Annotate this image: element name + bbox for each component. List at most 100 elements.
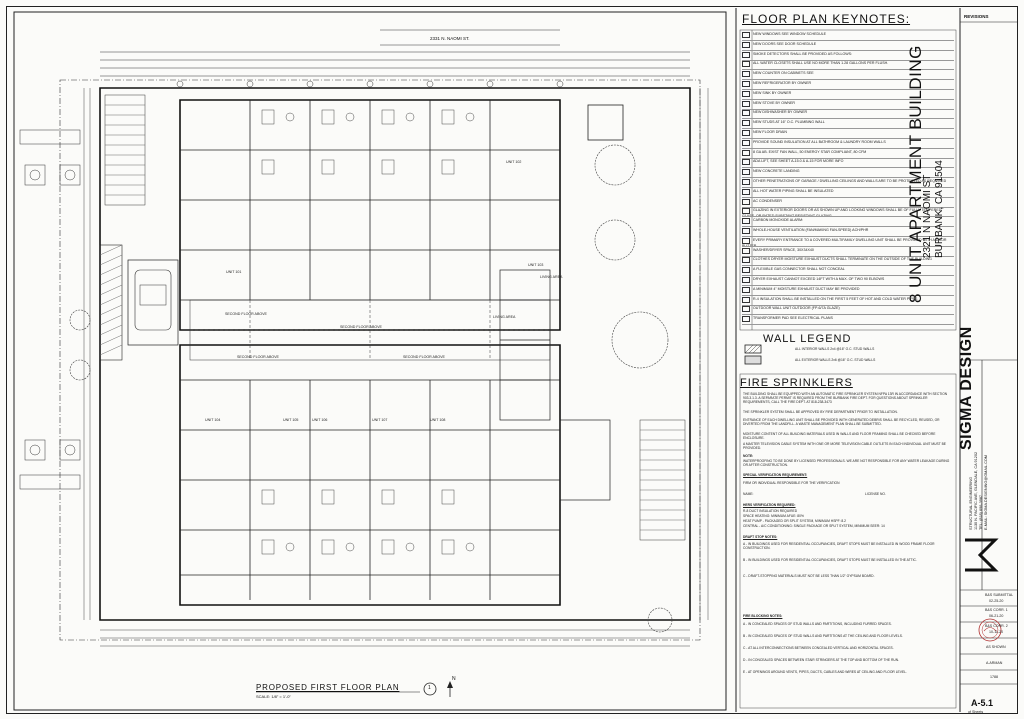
- unit-label: UNIT 105: [283, 418, 299, 422]
- room-label: SECOND FLOOR ABOVE: [237, 355, 279, 359]
- keynote-number-box: [742, 188, 750, 195]
- submittal-label: B&S CORR. 1: [985, 608, 1008, 612]
- keynote-row: NEW COUNTER ON CABINETS SEE: [742, 71, 954, 81]
- keynote-row: ALL WATER CLOSETS SHALL USE NO MORE THAN…: [742, 61, 954, 71]
- hers-line: SPACE HEATING: MINIMUM AFUE: 80%: [743, 514, 804, 518]
- fire-blocking-title: FIRE BLOCKING NOTES:: [743, 614, 783, 618]
- keynote-text: WHOLE-HOUSE VENTILATION (FAN/MAKING FAN-…: [753, 228, 869, 232]
- submittal-label: B&S SUBMITTAL: [985, 593, 1014, 597]
- keynote-number-box: [742, 316, 750, 323]
- unit-label: UNIT 107: [372, 418, 388, 422]
- keynote-number-box: [742, 296, 750, 303]
- sprinkler-paragraph: MOISTURE CONTENT OF ALL BUILDING MATERIA…: [743, 432, 936, 441]
- keynote-text: OTHER PENETRATIONS OF GARAGE / DWELLING …: [753, 179, 947, 183]
- keynote-number-box: [742, 32, 750, 38]
- left-stair: [104, 94, 146, 206]
- note-text: WATERPROOFING TO BE DONE BY LICENSED PRO…: [743, 459, 950, 468]
- submittal-date: 06-21-20: [989, 614, 1004, 618]
- unit-label: UNIT 101: [226, 270, 242, 274]
- keynote-number-box: [742, 267, 750, 274]
- keynote-number-box: [742, 257, 750, 264]
- dimension-chains: [83, 88, 709, 647]
- revisions-label: REVISIONS: [964, 14, 989, 19]
- plan-title: PROPOSED FIRST FLOOR PLAN: [256, 683, 400, 692]
- keynote-text: NEW COUNTER ON CABINETS SEE: [753, 71, 814, 76]
- fire-sprinklers-title: FIRE SPRINKLERS: [740, 377, 853, 389]
- keynote-text: NEW CONCRETE LANDING: [753, 169, 800, 174]
- firm-name: SIGMA DESIGN: [958, 326, 975, 450]
- keynote-row: NEW REFRIGERATOR BY OWNER: [742, 81, 954, 90]
- keynote-number-box: [742, 286, 750, 293]
- patio-furniture: [19, 129, 81, 490]
- keynote-text: NEW SINK BY OWNER: [753, 90, 792, 95]
- keynote-text: WASHER/DRYER SPACE, 30X34X40: [753, 247, 814, 252]
- keynote-number-box: [742, 306, 750, 313]
- driveway-hatch: [99, 244, 179, 361]
- hers-line: CENTRAL - A/C CONDITIONING: SINGLE PACKA…: [743, 524, 885, 528]
- keynote-text: NEW DISHWASHER BY OWNER: [753, 110, 808, 115]
- keynote-text: ALL HOT WATER PIPING SHALL BE INSULATED: [753, 188, 834, 193]
- fire-blocking-line: C - AT ALL INTERCONNECTIONS BETWEEN CONC…: [743, 646, 894, 650]
- keynote-number-box: [742, 179, 750, 185]
- keynote-text: TRANSFORMER PAD SEE ELECTRICAL PLANS: [753, 316, 833, 321]
- keynote-number-box: [742, 277, 750, 283]
- right-stair: [639, 419, 686, 541]
- license-label: LICENSE NO.: [865, 492, 886, 496]
- unit-label: UNIT 106: [312, 418, 328, 422]
- keynote-number-box: [742, 71, 750, 78]
- keynote-row: CARBON MONOXIDE ALARM:: [742, 218, 954, 228]
- keynote-row: SMOKE DETECTORS SHALL BE PROVIDED AS FOL…: [742, 51, 954, 61]
- keynote-number-box: [742, 159, 750, 166]
- keynote-row: A FLEXIBLE GAS CONNECTOR SHALL NOT CONCE…: [742, 267, 954, 277]
- keynote-number-box: [742, 81, 750, 87]
- keynote-number-box: [742, 247, 750, 254]
- keynote-text: NEW STOVE BY OWNER: [753, 100, 795, 105]
- draft-line: A - IN BUILDINGS USED FOR RESIDENTIAL OC…: [743, 542, 935, 551]
- keynote-row: TRANSFORMER PAD SEE ELECTRICAL PLANS: [742, 316, 954, 326]
- wall-legend-item: ALL EXTERIOR WALLS 2x6 @16" O.C. STUD WA…: [795, 358, 876, 362]
- keynote-row: DRYER EXHAUST CANNOT EXCEED 14FT WITH A …: [742, 277, 954, 286]
- keynote-text: AC CONDENSER: [753, 198, 782, 203]
- keynote-number-box: [742, 130, 750, 136]
- keynote-row: WASHER/DRYER SPACE, 30X34X40: [742, 247, 954, 257]
- keynote-row: AC CONDENSER: [742, 198, 954, 208]
- room-label: LIVING AREA: [540, 275, 563, 279]
- keynote-text: CLOTHES DRYER MOISTURE EXHAUST DUCTS SHA…: [753, 257, 932, 262]
- keynote-text: PROVIDE SOUND INSULATION AT ALL BATHROOM…: [753, 139, 886, 144]
- draft-line: C - DRAFT-STOPPING MATERIALS MUST NOT BE…: [743, 574, 875, 578]
- draft-title: DRAFT STOP NOTES:: [743, 535, 778, 539]
- wall-legend-item: ALL INTERIOR WALLS 2x4 @16" O.C. STUD WA…: [795, 347, 875, 351]
- unit-label: UNIT 104: [205, 418, 221, 422]
- room-label: SECOND FLOOR ABOVE: [403, 355, 445, 359]
- keynote-number-box: [742, 100, 750, 107]
- fire-sprinkler-box: [739, 373, 957, 709]
- plan-scale: SCALE: 1/8" = 1'-0": [256, 694, 291, 699]
- room-label: LIVING AREA: [493, 315, 516, 319]
- name-label: NAME:: [743, 492, 754, 496]
- property-line: [59, 79, 701, 641]
- keynote-text: NEW FLOOR DRAIN: [753, 130, 787, 134]
- project-city: BURBANK, CA 91504: [934, 160, 945, 258]
- keynote-number-box: [742, 139, 750, 146]
- keynote-number-box: [742, 61, 750, 68]
- keynote-number-box: [742, 90, 750, 97]
- keynote-number-box: [742, 169, 750, 176]
- keynote-number-box: [742, 110, 750, 117]
- wall-legend-swatches: [744, 344, 762, 365]
- keynote-row: OUTDOOR WALL UNIT OUTDOOR (FP-6/7A GLAZE…: [742, 306, 954, 316]
- grid-markers: [176, 80, 564, 88]
- keynote-text: A FLEXIBLE GAS CONNECTOR SHALL NOT CONCE…: [753, 267, 845, 272]
- keynote-row: NEW DOORS SEE DOOR SCHEDULE: [742, 41, 954, 51]
- keynote-row: WHOLE-HOUSE VENTILATION (FAN/MAKING FAN-…: [742, 228, 954, 237]
- sheet-count: of Sheets: [968, 710, 984, 714]
- submittal-label: B&S CORR. 2: [985, 624, 1008, 628]
- sheet-number: A-5.1: [971, 698, 994, 708]
- unit-label: UNIT 102: [506, 160, 522, 164]
- submittal-date: 10-11-20: [989, 630, 1004, 634]
- room-label: SECOND FLOOR ABOVE: [225, 312, 267, 316]
- top-dimension-lines: [100, 29, 690, 77]
- firm-line: E-MAIL: SIGMA.DESIGNING@GMAIL.COM: [984, 455, 988, 530]
- keynote-text: NEW STUDS AT 16" O.C. PLUMBING WALL: [753, 120, 825, 125]
